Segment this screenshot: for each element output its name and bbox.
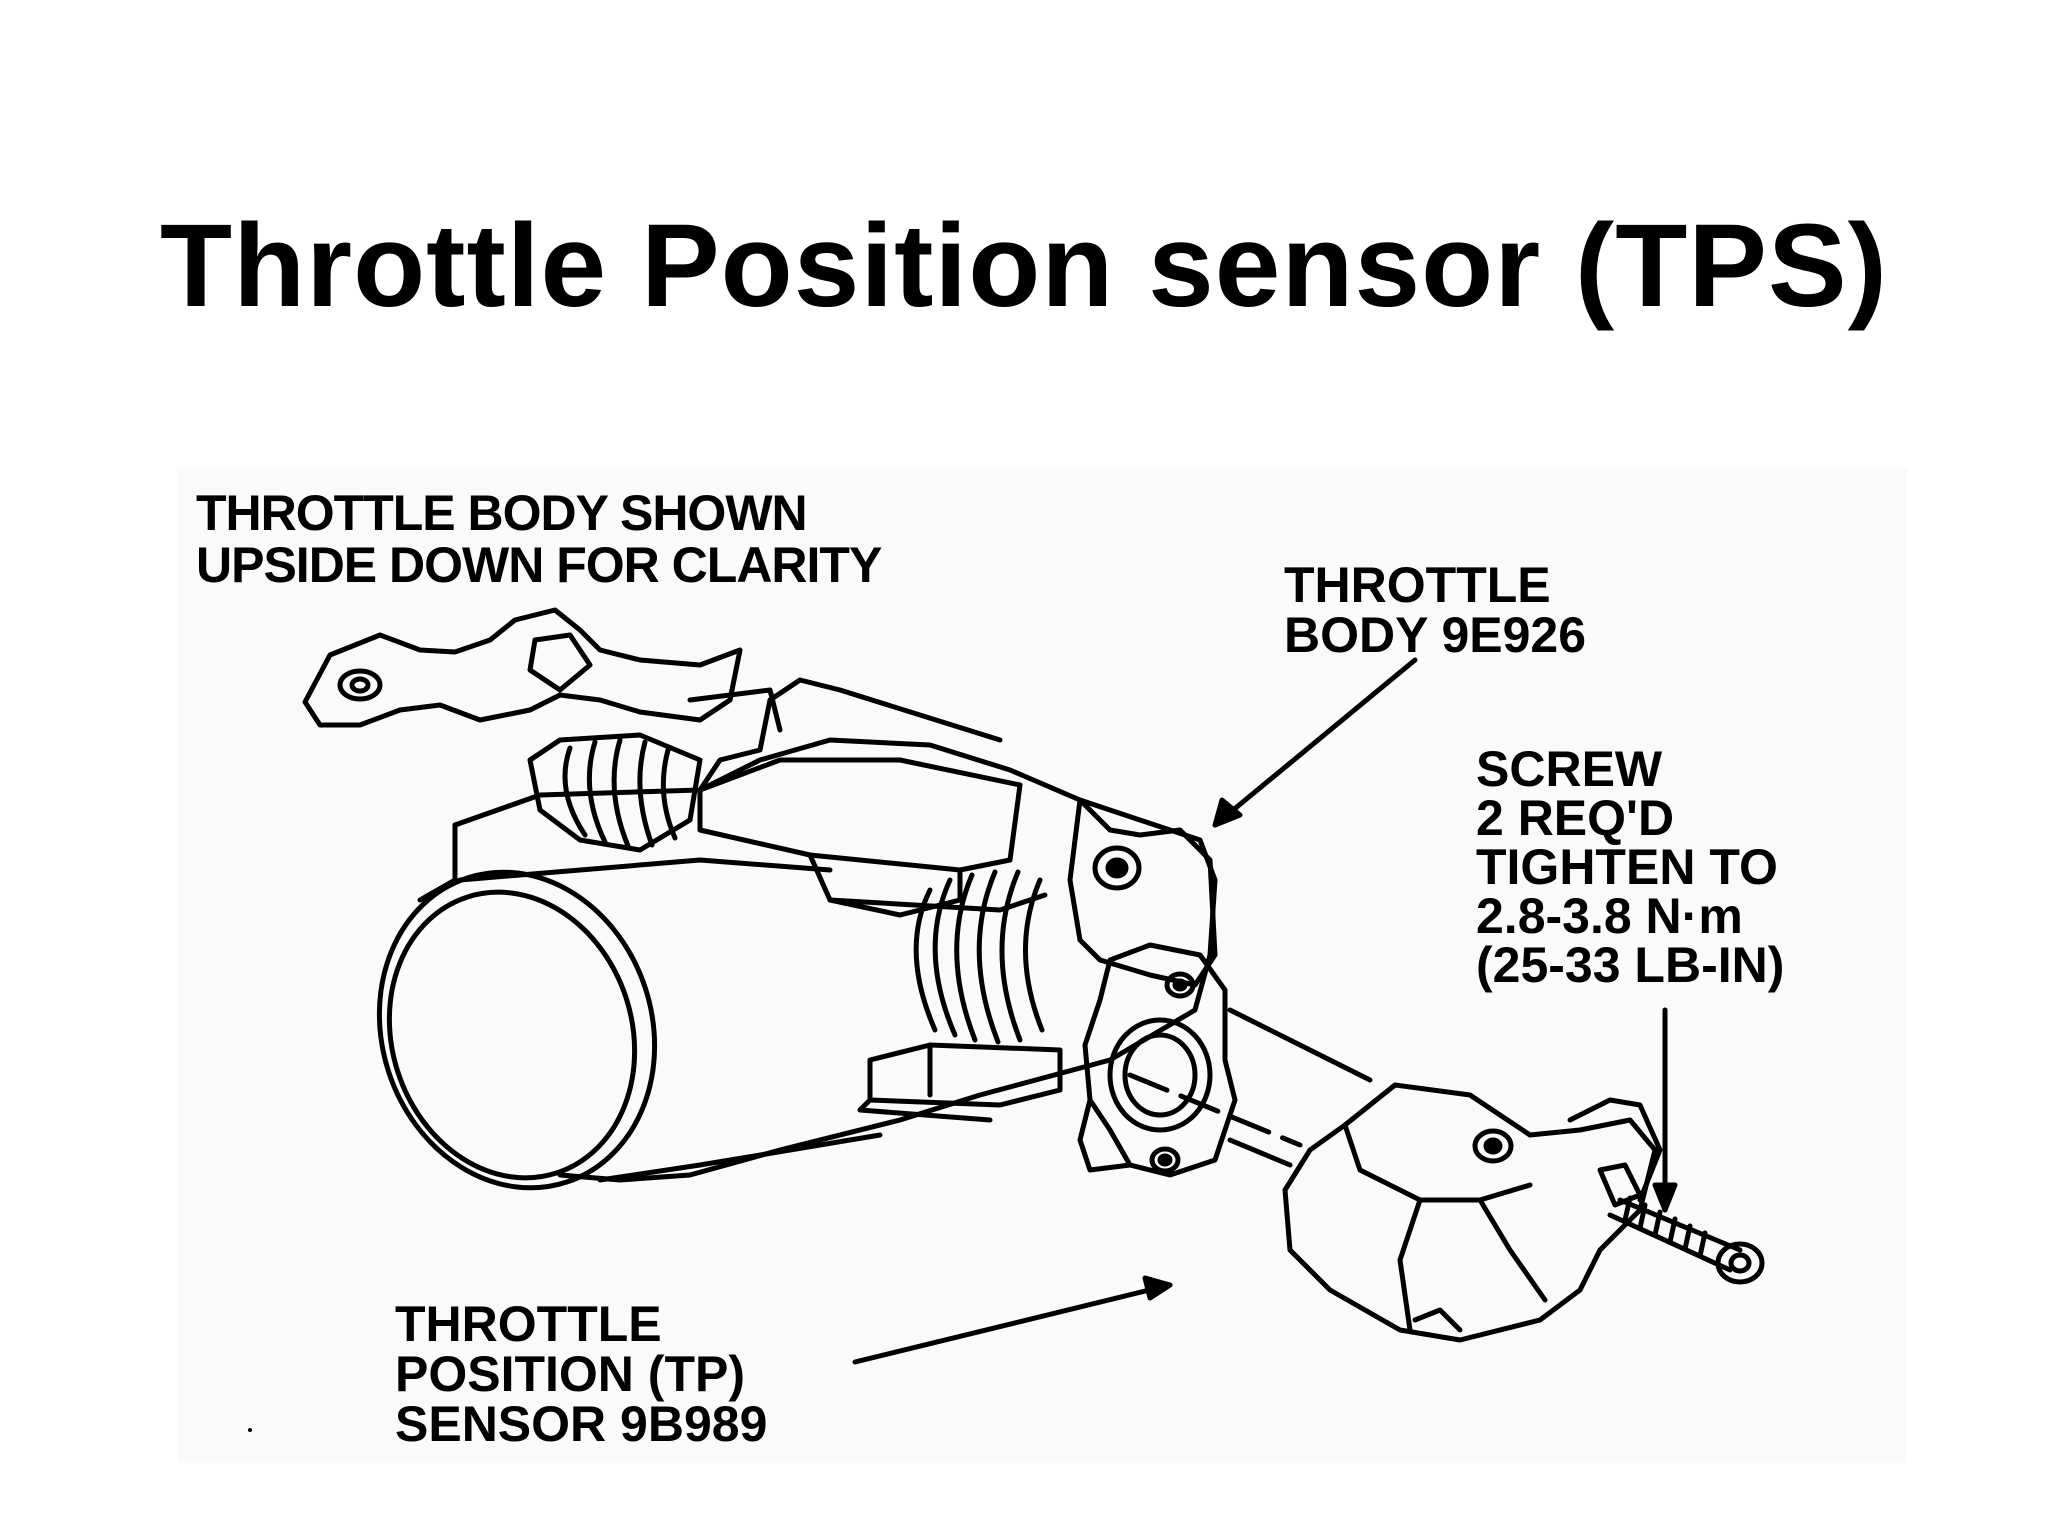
- throttle-bore: [376, 857, 883, 1191]
- screw: [1607, 1195, 1765, 1285]
- tp-sensor: [1282, 1082, 1663, 1343]
- sensor-mounting-boss: [1077, 942, 1238, 1178]
- shaft-axis-lines: [1127, 1007, 1373, 1168]
- lower-spring: [913, 869, 1045, 1045]
- orientation-note-label: THROTTLE BODY SHOWN UPSIDE DOWN FOR CLAR…: [196, 485, 882, 593]
- stray-dot: [248, 1428, 252, 1432]
- throttle-body-label: THROTTLE BODY 9E926: [1284, 557, 1587, 663]
- diagram-background: [177, 467, 1907, 1463]
- leader-lines: [852, 657, 1678, 1365]
- mounting-bracket: [302, 607, 743, 728]
- screw-spec-label: SCREW 2 REQ'D TIGHTEN TO 2.8-3.8 N·m (25…: [1476, 741, 1785, 993]
- lower-tab: [857, 1042, 1063, 1123]
- tp-sensor-label: THROTTLE POSITION (TP) SENSOR 9B989: [395, 1296, 768, 1452]
- slide-title: Throttle Position sensor (TPS): [160, 200, 1888, 333]
